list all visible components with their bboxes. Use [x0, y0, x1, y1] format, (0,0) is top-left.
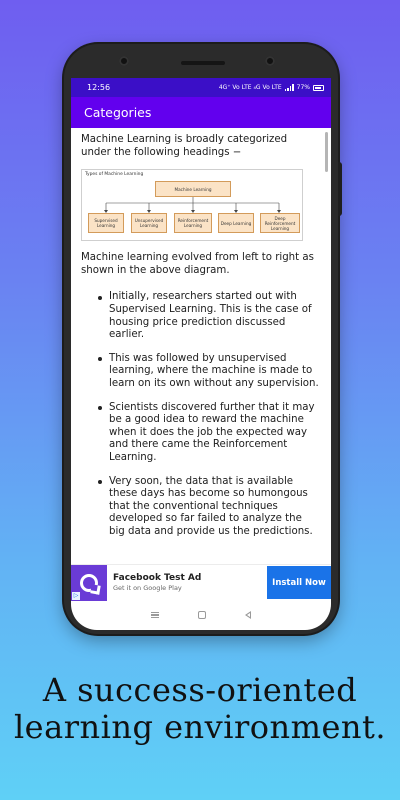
phone-frame: 12:56 4G⁺ Vo LTE ₄G Vo LTE 77% Categorie…	[64, 44, 342, 634]
evolution-paragraph: Machine learning evolved from left to ri…	[81, 252, 314, 276]
bullet-list: Initially, researchers started out with …	[81, 291, 320, 538]
app-bar: Categories	[71, 97, 331, 128]
diagram-node-deep-reinforcement: Deep Reinforcement Learning	[260, 213, 300, 234]
phone-speaker	[181, 61, 225, 65]
status-bar: 12:56 4G⁺ Vo LTE ₄G Vo LTE 77%	[71, 78, 331, 97]
signal-icon	[284, 84, 294, 91]
diagram-node-supervised: Supervised Learning	[88, 213, 124, 234]
scrollbar-thumb[interactable]	[325, 132, 328, 172]
diagram-node-root: Machine Learning	[155, 181, 231, 198]
status-right: 4G⁺ Vo LTE ₄G Vo LTE 77%	[219, 84, 324, 91]
sensor-icon	[265, 56, 275, 66]
diagram-title: Types of Machine Learning	[85, 172, 144, 178]
article-content[interactable]: Machine Learning is broadly categorized …	[71, 128, 331, 564]
battery-icon	[313, 84, 324, 91]
ad-choices-icon[interactable]: ▷	[72, 591, 80, 600]
list-item: Initially, researchers started out with …	[98, 291, 320, 341]
list-item: Very soon, the data that is available th…	[98, 476, 320, 539]
list-item: Scientists discovered further that it ma…	[98, 402, 320, 465]
diagram-connectors	[104, 197, 281, 214]
promo-caption: A success-oriented learning environment.	[13, 671, 387, 746]
diagram-node-deep: Deep Learning	[218, 213, 254, 234]
recents-icon[interactable]	[150, 611, 159, 619]
diagram-node-reinforcement: Reinforcement Learning	[174, 213, 212, 234]
messenger-logo-icon	[80, 573, 98, 592]
home-icon[interactable]	[197, 611, 206, 619]
system-nav-bar	[71, 600, 331, 630]
ad-subtitle: Get it on Google Play	[113, 584, 182, 592]
ad-banner[interactable]: ▷ Facebook Test Ad Get it on Google Play…	[71, 564, 331, 601]
install-now-button[interactable]: Install Now	[267, 566, 331, 599]
back-icon[interactable]	[245, 611, 252, 619]
ad-app-logo[interactable]: ▷	[71, 564, 107, 601]
battery-percent: 77%	[296, 84, 310, 91]
phone-screen: 12:56 4G⁺ Vo LTE ₄G Vo LTE 77% Categorie…	[71, 78, 331, 630]
diagram-node-unsupervised: Unsupervised Learning	[131, 213, 167, 234]
phone-side-button	[338, 162, 342, 216]
intro-text: Machine Learning is broadly categorized …	[81, 134, 288, 158]
ad-title: Facebook Test Ad	[113, 573, 202, 583]
page-title: Categories	[84, 105, 152, 120]
front-camera-icon	[119, 56, 129, 66]
network-indicators: 4G⁺ Vo LTE ₄G Vo LTE	[218, 84, 282, 91]
ml-types-diagram: Types of Machine Learning Machine Learni…	[81, 169, 303, 242]
status-time: 12:56	[87, 83, 111, 92]
list-item: This was followed by unsupervised learni…	[98, 353, 320, 391]
ad-text[interactable]: Facebook Test Ad Get it on Google Play	[107, 572, 267, 593]
